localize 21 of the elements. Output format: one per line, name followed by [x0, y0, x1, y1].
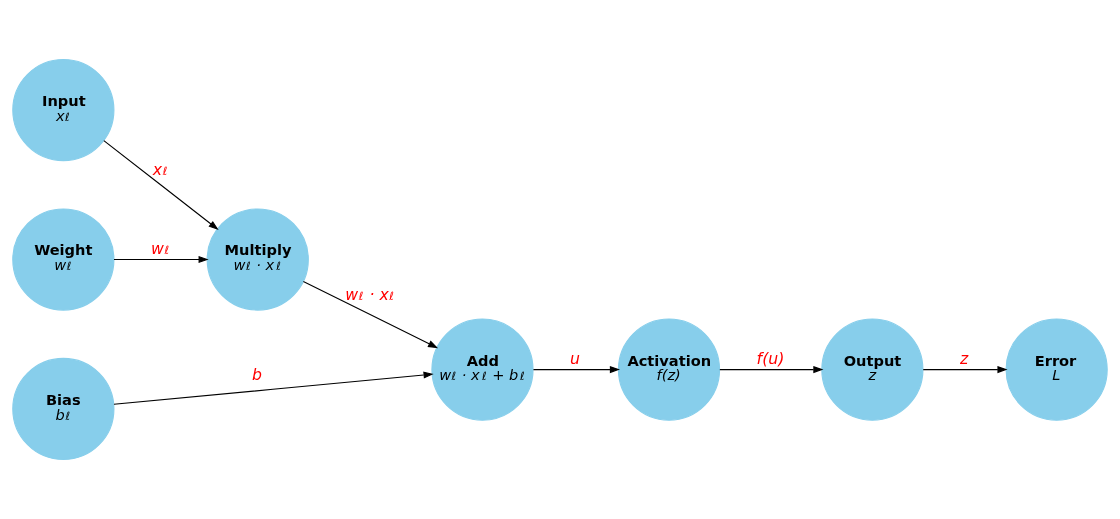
arrow — [532, 366, 620, 374]
edge-label: xℓ — [152, 160, 168, 180]
edge-label: z — [960, 349, 969, 369]
arrow — [113, 255, 209, 264]
edge-label: f(u) — [756, 349, 785, 369]
edge-label: wℓ — [151, 239, 170, 259]
edge-label: wℓ · xℓ — [345, 285, 394, 305]
node-circle: Add wℓ · xℓ + bℓ — [431, 318, 534, 421]
node-circle: Output z — [821, 318, 924, 421]
node-circle: Activation f(z) — [617, 318, 721, 421]
edge-label: b — [252, 364, 263, 384]
node-circle: Error L — [1005, 318, 1108, 421]
edge-label: u — [570, 349, 581, 369]
arrow — [113, 371, 434, 405]
arrow — [103, 140, 219, 230]
node-circle: Bias bℓ — [12, 357, 115, 461]
arrow — [302, 280, 439, 349]
arrow — [719, 366, 824, 374]
node-circle: Weight wℓ — [12, 208, 115, 311]
arrow — [922, 366, 1008, 374]
node-circle: Input xℓ — [12, 58, 115, 162]
